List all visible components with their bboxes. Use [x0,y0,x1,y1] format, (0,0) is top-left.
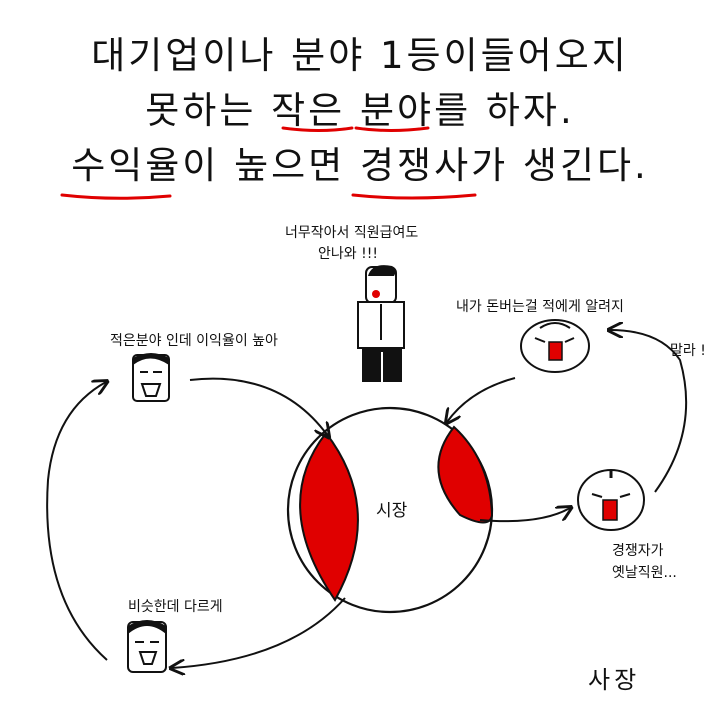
arrow-market-to-bottom-face [172,597,346,668]
arrow-face-to-market [189,377,328,436]
boss-label: 사장 [588,666,641,694]
underline-competitor [351,193,477,200]
competitor-top-speech-line-2: 말라 ! [670,343,706,359]
competitor-top-speech-line-1: 내가 돈버는걸 적에게 알려지 [456,299,624,315]
headline-line-2: 못하는 작은 분야를 하자. [145,89,575,132]
headline-line-3: 수익율이 높으면 경쟁사가 생긴다. [71,144,649,187]
face-competitor-top [520,319,590,373]
label-small-field-high-profit: 적은분야 인데 이익율이 높아 [110,333,278,349]
underline-profit [60,193,172,200]
red-segment-right [437,425,494,524]
underline-field [354,126,430,132]
face-small-field [132,353,170,402]
competitor-note-line-1: 경쟁자가 [612,543,664,559]
face-similar-different [127,620,167,673]
arrow-competitor-top-to-market [447,377,516,422]
market-label: 시장 [376,501,408,521]
employee-figure [357,265,405,382]
face-boss [577,469,645,531]
headline-line-1: 대기업이나 분야 1등이들어오지 [91,34,629,77]
red-segment-left [299,431,359,602]
arrow-bottom-face-to-top-face [46,382,107,661]
underline-small [281,126,354,132]
competitor-note-line-2: 옛날직원... [612,565,677,581]
arrow-boss-to-competitor-top [610,330,688,493]
label-similar-different: 비슷한데 다르게 [128,599,223,615]
employee-speech-line-2: 안나와 !!! [318,246,378,262]
arrow-market-to-boss [479,508,570,523]
employee-speech-line-1: 너무작아서 직원급여도 [285,225,419,241]
